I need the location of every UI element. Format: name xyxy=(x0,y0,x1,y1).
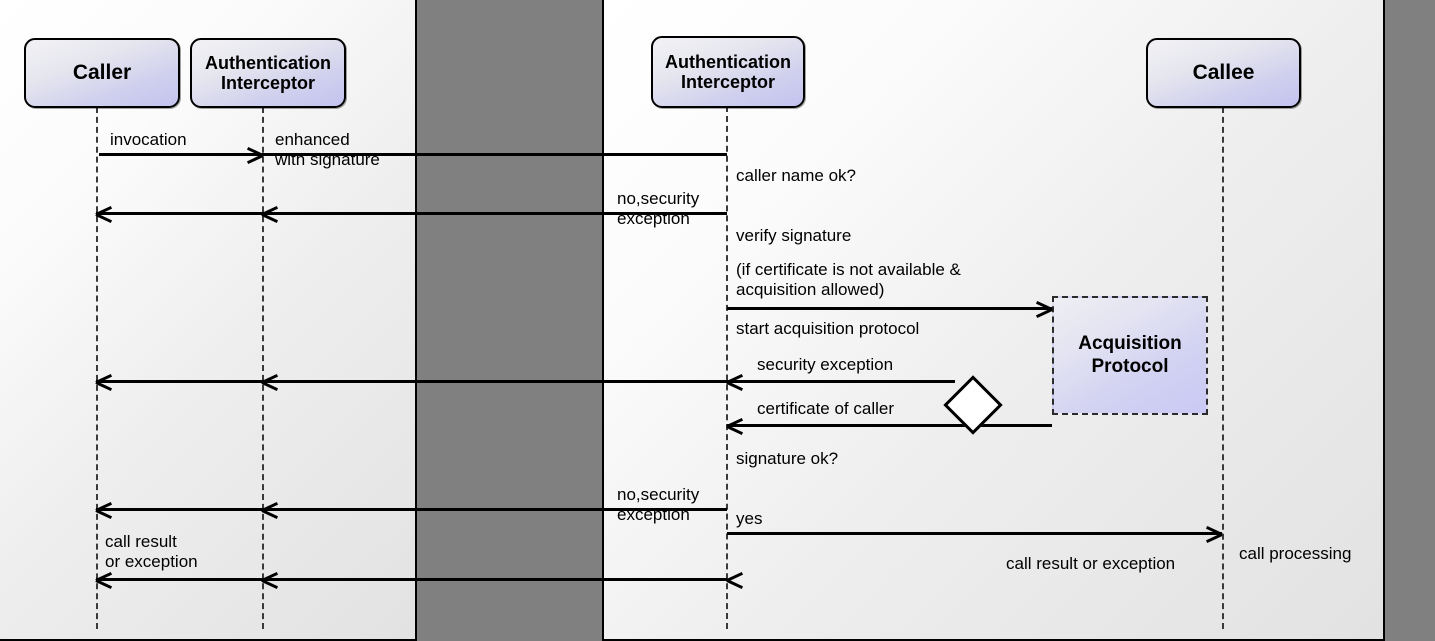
message-label-signature-ok: signature ok? xyxy=(736,449,839,468)
message-label-enhanced-with-signature: enhanced with signature xyxy=(275,130,380,170)
message-line-no-security-exception-1 xyxy=(96,212,727,215)
acquisition-protocol-fragment[interactable]: Acquisition Protocol xyxy=(1052,296,1208,415)
message-label-certificate-of-caller: certificate of caller xyxy=(757,399,894,418)
participant-authentication-interceptor-right-label: Authentication Interceptor xyxy=(665,51,791,92)
message-label-no-security-exception-1: no,security exception xyxy=(617,189,700,229)
message-label-caller-name-ok: caller name ok? xyxy=(736,166,857,185)
lifeline-caller xyxy=(96,107,98,629)
right-gutter xyxy=(1385,0,1435,641)
message-line-no-security-exception-2 xyxy=(96,508,727,511)
message-label-call-processing: call processing xyxy=(1239,544,1352,563)
message-line-enhanced-with-signature xyxy=(263,153,727,156)
message-line-yes xyxy=(727,532,1222,535)
participant-authentication-interceptor-left[interactable]: Authentication Interceptor xyxy=(190,38,346,108)
lifeline-authentication-interceptor-right xyxy=(726,106,728,629)
message-line-invocation xyxy=(99,153,263,156)
message-line-call-result-or-exception xyxy=(96,578,727,581)
lifeline-callee xyxy=(1222,107,1224,629)
message-label-call-result-or-exception-left: call result or exception xyxy=(105,532,198,572)
message-line-security-exception xyxy=(96,380,955,383)
message-label-call-result-or-exception-right: call result or exception xyxy=(1006,554,1176,573)
acquisition-protocol-label: Acquisition Protocol xyxy=(1078,332,1182,377)
message-label-yes: yes xyxy=(736,509,763,528)
participant-caller[interactable]: Caller xyxy=(24,38,180,108)
message-label-start-acquisition-protocol: start acquisition protocol xyxy=(736,319,920,338)
participant-authentication-interceptor-right[interactable]: Authentication Interceptor xyxy=(651,36,805,108)
participant-callee[interactable]: Callee xyxy=(1146,38,1301,108)
message-line-start-acquisition-protocol xyxy=(727,307,1052,310)
message-label-security-exception: security exception xyxy=(757,355,894,374)
message-label-invocation: invocation xyxy=(110,130,187,149)
participant-authentication-interceptor-left-label: Authentication Interceptor xyxy=(205,52,331,93)
participant-callee-label: Callee xyxy=(1192,61,1255,85)
message-label-no-security-exception-2: no,security exception xyxy=(617,485,700,525)
message-label-verify-signature: verify signature xyxy=(736,226,852,245)
message-label-certificate-condition: (if certificate is not available & acqui… xyxy=(736,260,961,300)
participant-caller-label: Caller xyxy=(72,61,132,85)
lifeline-authentication-interceptor-left xyxy=(262,107,264,629)
message-line-certificate-of-caller xyxy=(727,424,1052,427)
